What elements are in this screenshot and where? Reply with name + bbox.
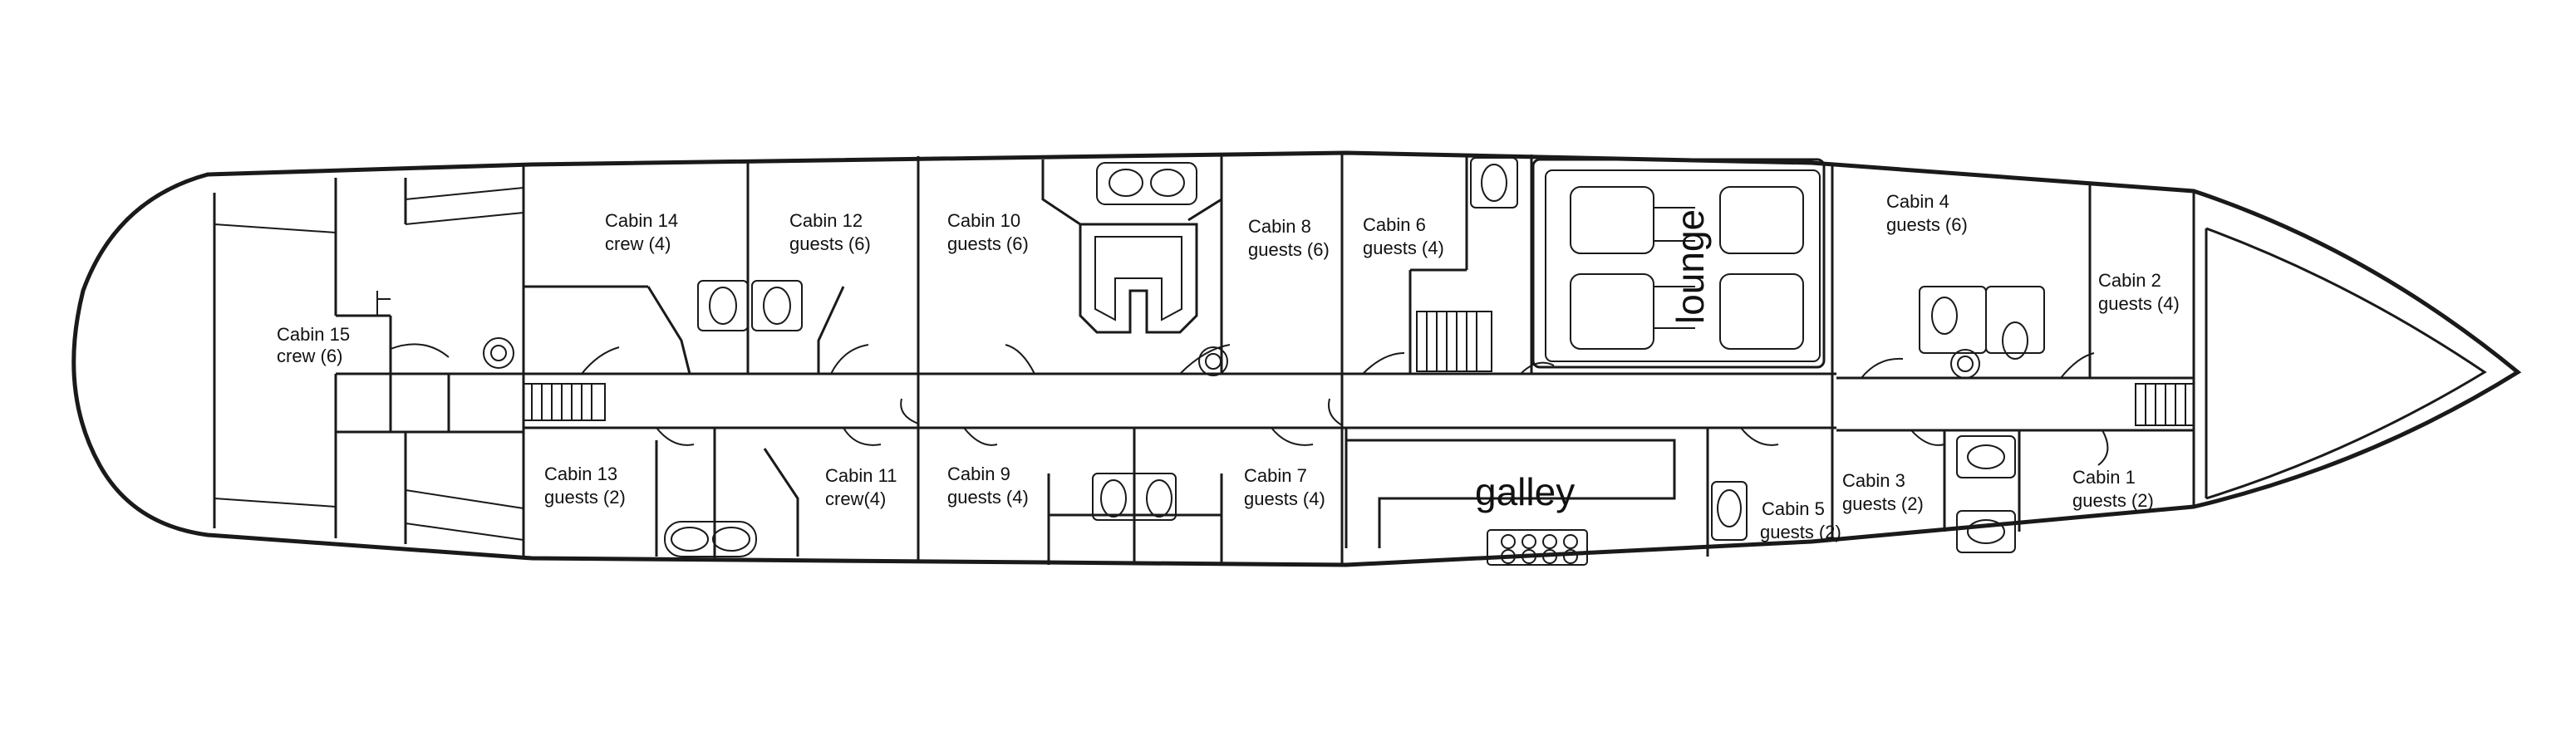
bow-structure (2205, 227, 2487, 500)
cabin-6-label: Cabin 6 guests (4) (1363, 214, 1444, 258)
stairs-mid (1408, 268, 1492, 374)
svg-text:guests (6): guests (6) (789, 233, 871, 254)
svg-text:guests (4): guests (4) (947, 487, 1029, 508)
svg-text:Cabin 3: Cabin 3 (1842, 470, 1905, 491)
bathroom-cabin-3-1 (1943, 430, 2016, 553)
svg-text:guests (6): guests (6) (947, 233, 1029, 254)
svg-text:guests (4): guests (4) (2098, 293, 2180, 314)
cabin-2-label: Cabin 2 guests (4) (2098, 270, 2180, 314)
svg-text:guests (2): guests (2) (1760, 522, 1841, 542)
svg-text:guests (4): guests (4) (1363, 238, 1444, 258)
galley-area (1345, 428, 1676, 566)
svg-text:crew(4): crew(4) (825, 488, 886, 509)
bathroom-cabin-5 (1711, 481, 1748, 541)
cabin-8-label: Cabin 8 guests (6) (1248, 216, 1330, 260)
cabin-13-label: Cabin 13 guests (2) (544, 464, 626, 508)
svg-text:Cabin 6: Cabin 6 (1363, 214, 1426, 235)
svg-text:crew (6): crew (6) (277, 346, 342, 366)
galley-label: galley (1475, 470, 1575, 513)
svg-text:Cabin 8: Cabin 8 (1248, 216, 1311, 237)
svg-text:Cabin 13: Cabin 13 (544, 464, 617, 484)
svg-text:crew (4): crew (4) (605, 233, 671, 254)
stairs-fwd (2135, 383, 2195, 426)
bathroom-cabin-4-2 (1919, 286, 2045, 379)
cabin-10-label: Cabin 10 guests (6) (947, 210, 1029, 254)
cabin-11-label: Cabin 11 crew(4) (825, 465, 897, 509)
stairs-aft (523, 383, 606, 421)
cabin-15-label: Cabin 15 crew (6) (277, 324, 350, 366)
svg-text:guests (2): guests (2) (2072, 490, 2154, 511)
bathroom-cabin-6 (1465, 155, 1518, 270)
svg-text:Cabin 7: Cabin 7 (1244, 465, 1307, 486)
bulkheads (522, 153, 2195, 565)
stern-structure (213, 178, 524, 544)
svg-text:Cabin 14: Cabin 14 (605, 210, 678, 231)
svg-text:guests (6): guests (6) (1886, 214, 1968, 235)
svg-text:Cabin 11: Cabin 11 (825, 465, 897, 486)
svg-text:Cabin 9: Cabin 9 (947, 464, 1010, 484)
svg-text:Cabin 10: Cabin 10 (947, 210, 1020, 231)
svg-text:Cabin 5: Cabin 5 (1762, 498, 1825, 519)
cabin-1-label: Cabin 1 guests (2) (2072, 467, 2154, 511)
dining-booth (1041, 159, 1228, 376)
svg-text:guests (2): guests (2) (544, 487, 626, 508)
svg-text:guests (2): guests (2) (1842, 493, 1924, 514)
cabin-7-label: Cabin 7 guests (4) (1244, 465, 1325, 509)
cabin-3-label: Cabin 3 guests (2) (1842, 470, 1924, 514)
cabin-4-label: Cabin 4 guests (6) (1886, 191, 1968, 235)
lounge-label: lounge (1669, 209, 1712, 324)
cabin-12-label: Cabin 12 guests (6) (789, 210, 871, 254)
svg-text:guests (4): guests (4) (1244, 488, 1325, 509)
svg-text:Cabin 15: Cabin 15 (277, 324, 350, 345)
svg-text:Cabin 1: Cabin 1 (2072, 467, 2136, 488)
svg-text:Cabin 12: Cabin 12 (789, 210, 863, 231)
doors (581, 344, 2109, 466)
svg-text:Cabin 4: Cabin 4 (1886, 191, 1949, 212)
hull-outline (71, 150, 2522, 567)
cabin-14-label: Cabin 14 crew (4) (605, 210, 678, 254)
cabin-5-label: Cabin 5 guests (2) (1760, 498, 1841, 542)
bathroom-cabin-9-7 (1047, 473, 1223, 565)
bathroom-cabin-14-12 (646, 280, 845, 375)
lounge-area (1531, 158, 1826, 369)
cabin-9-label: Cabin 9 guests (4) (947, 464, 1029, 508)
bathroom-cabin-13-11 (655, 440, 799, 557)
svg-text:Cabin 2: Cabin 2 (2098, 270, 2161, 291)
svg-text:guests (6): guests (6) (1248, 239, 1330, 260)
